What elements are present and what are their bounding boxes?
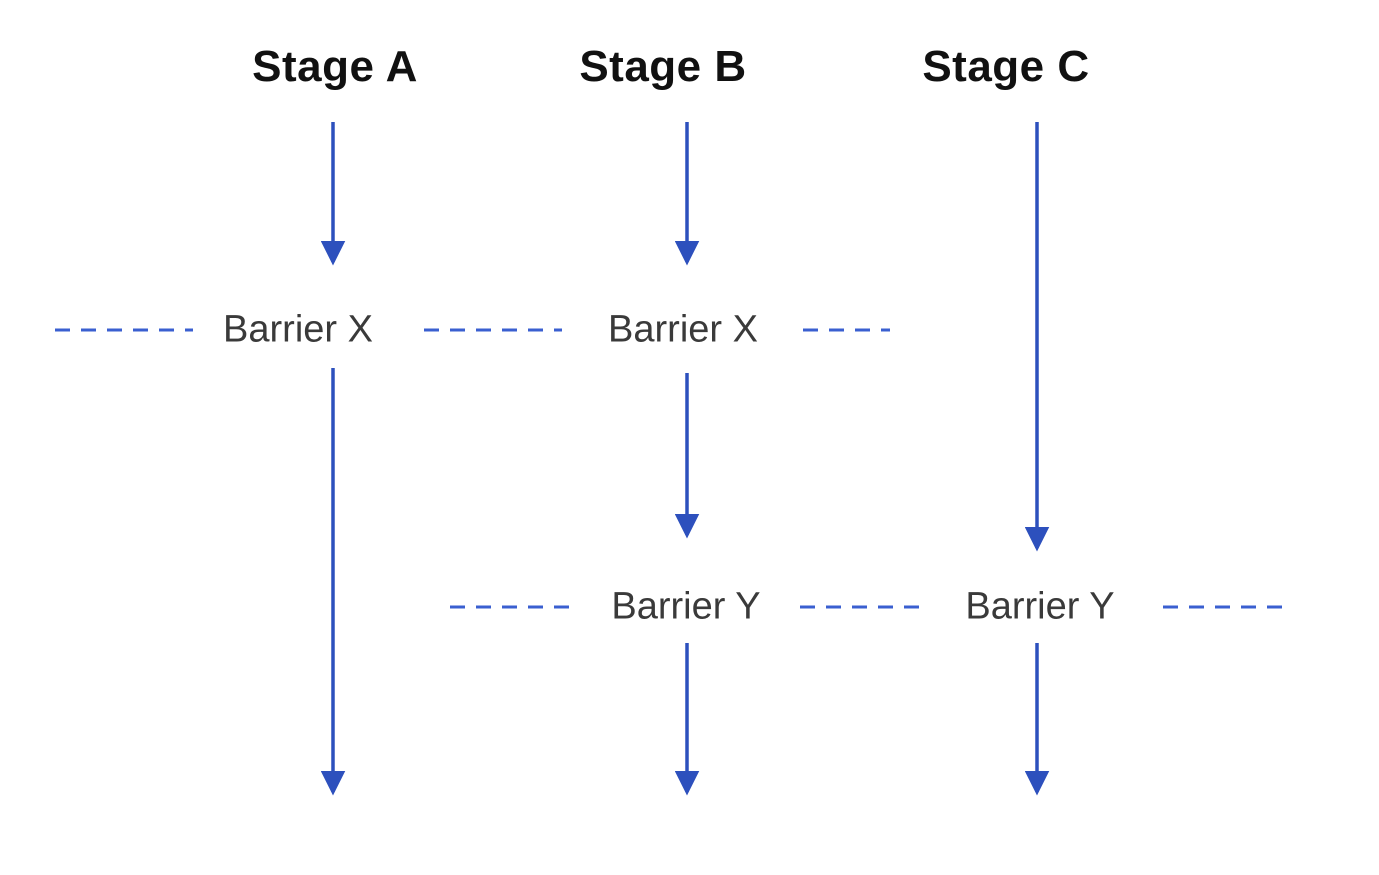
barrier-x-label-stage-b: Barrier X xyxy=(602,308,764,352)
barrier-y-label-stage-b: Barrier Y xyxy=(605,585,767,629)
barrier-x-label-stage-a: Barrier X xyxy=(217,308,379,352)
stage-a-title: Stage A xyxy=(252,42,418,91)
barrier-y-label-stage-c: Barrier Y xyxy=(959,585,1121,629)
stage-b-title: Stage B xyxy=(579,42,747,91)
stage-c-title: Stage C xyxy=(922,42,1090,91)
